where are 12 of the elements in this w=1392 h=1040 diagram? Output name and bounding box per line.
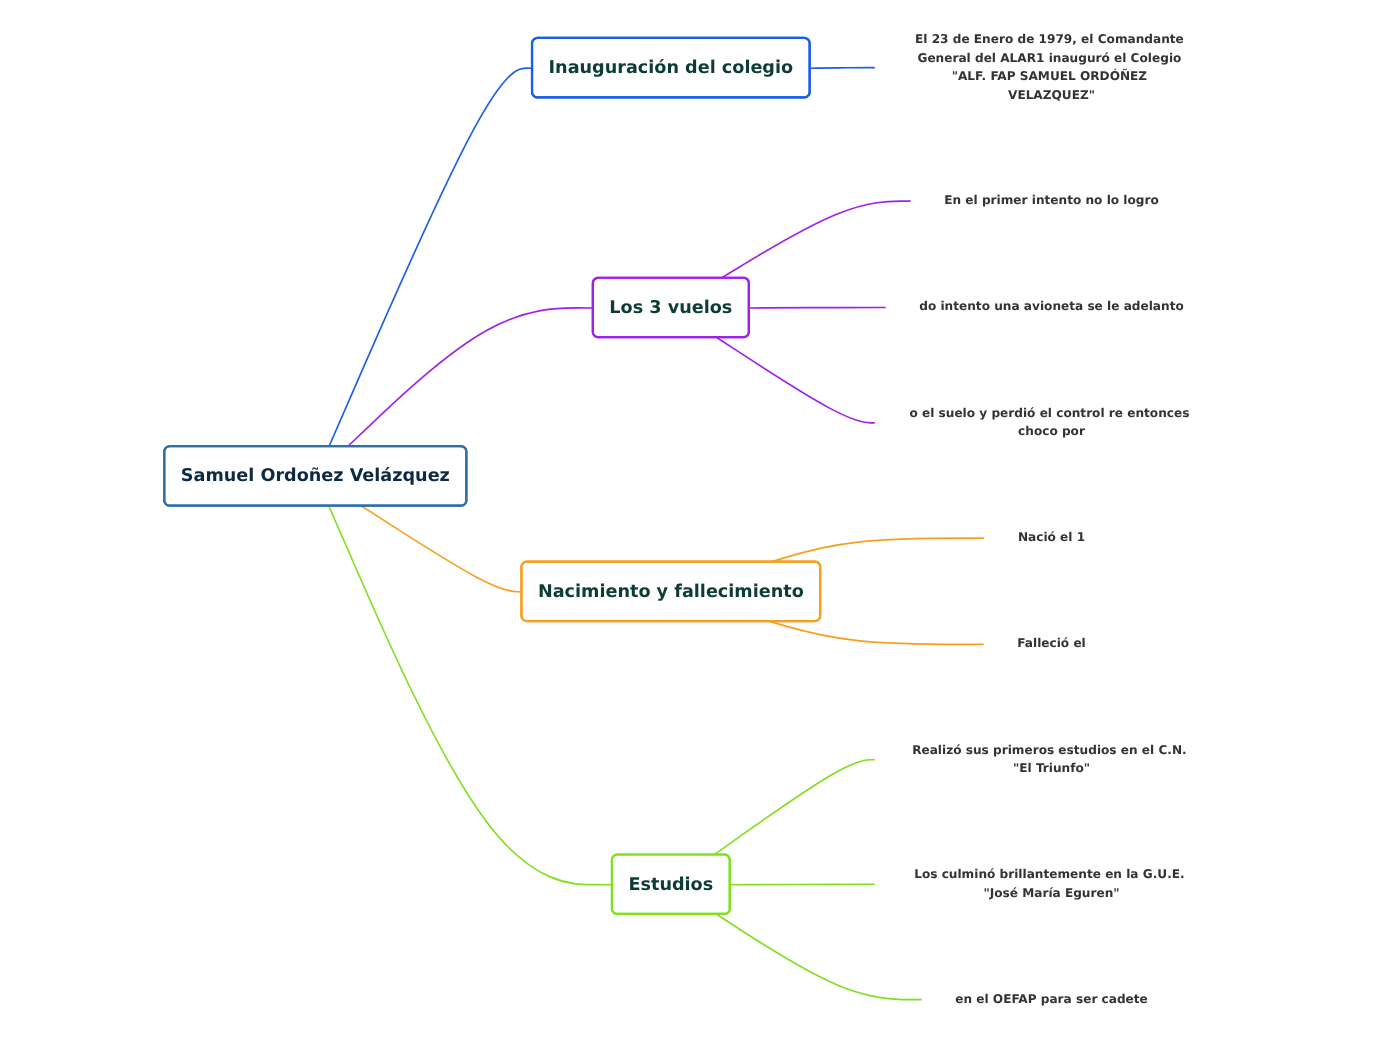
connector xyxy=(361,505,523,593)
connector xyxy=(328,67,534,448)
connector xyxy=(809,66,877,70)
connector xyxy=(720,200,913,280)
connector xyxy=(346,307,595,448)
connector xyxy=(716,336,877,424)
connector xyxy=(716,913,923,1001)
connector xyxy=(729,883,877,886)
connector xyxy=(328,505,614,886)
connector xyxy=(712,758,877,856)
connector xyxy=(769,620,986,646)
connector xyxy=(748,306,888,309)
